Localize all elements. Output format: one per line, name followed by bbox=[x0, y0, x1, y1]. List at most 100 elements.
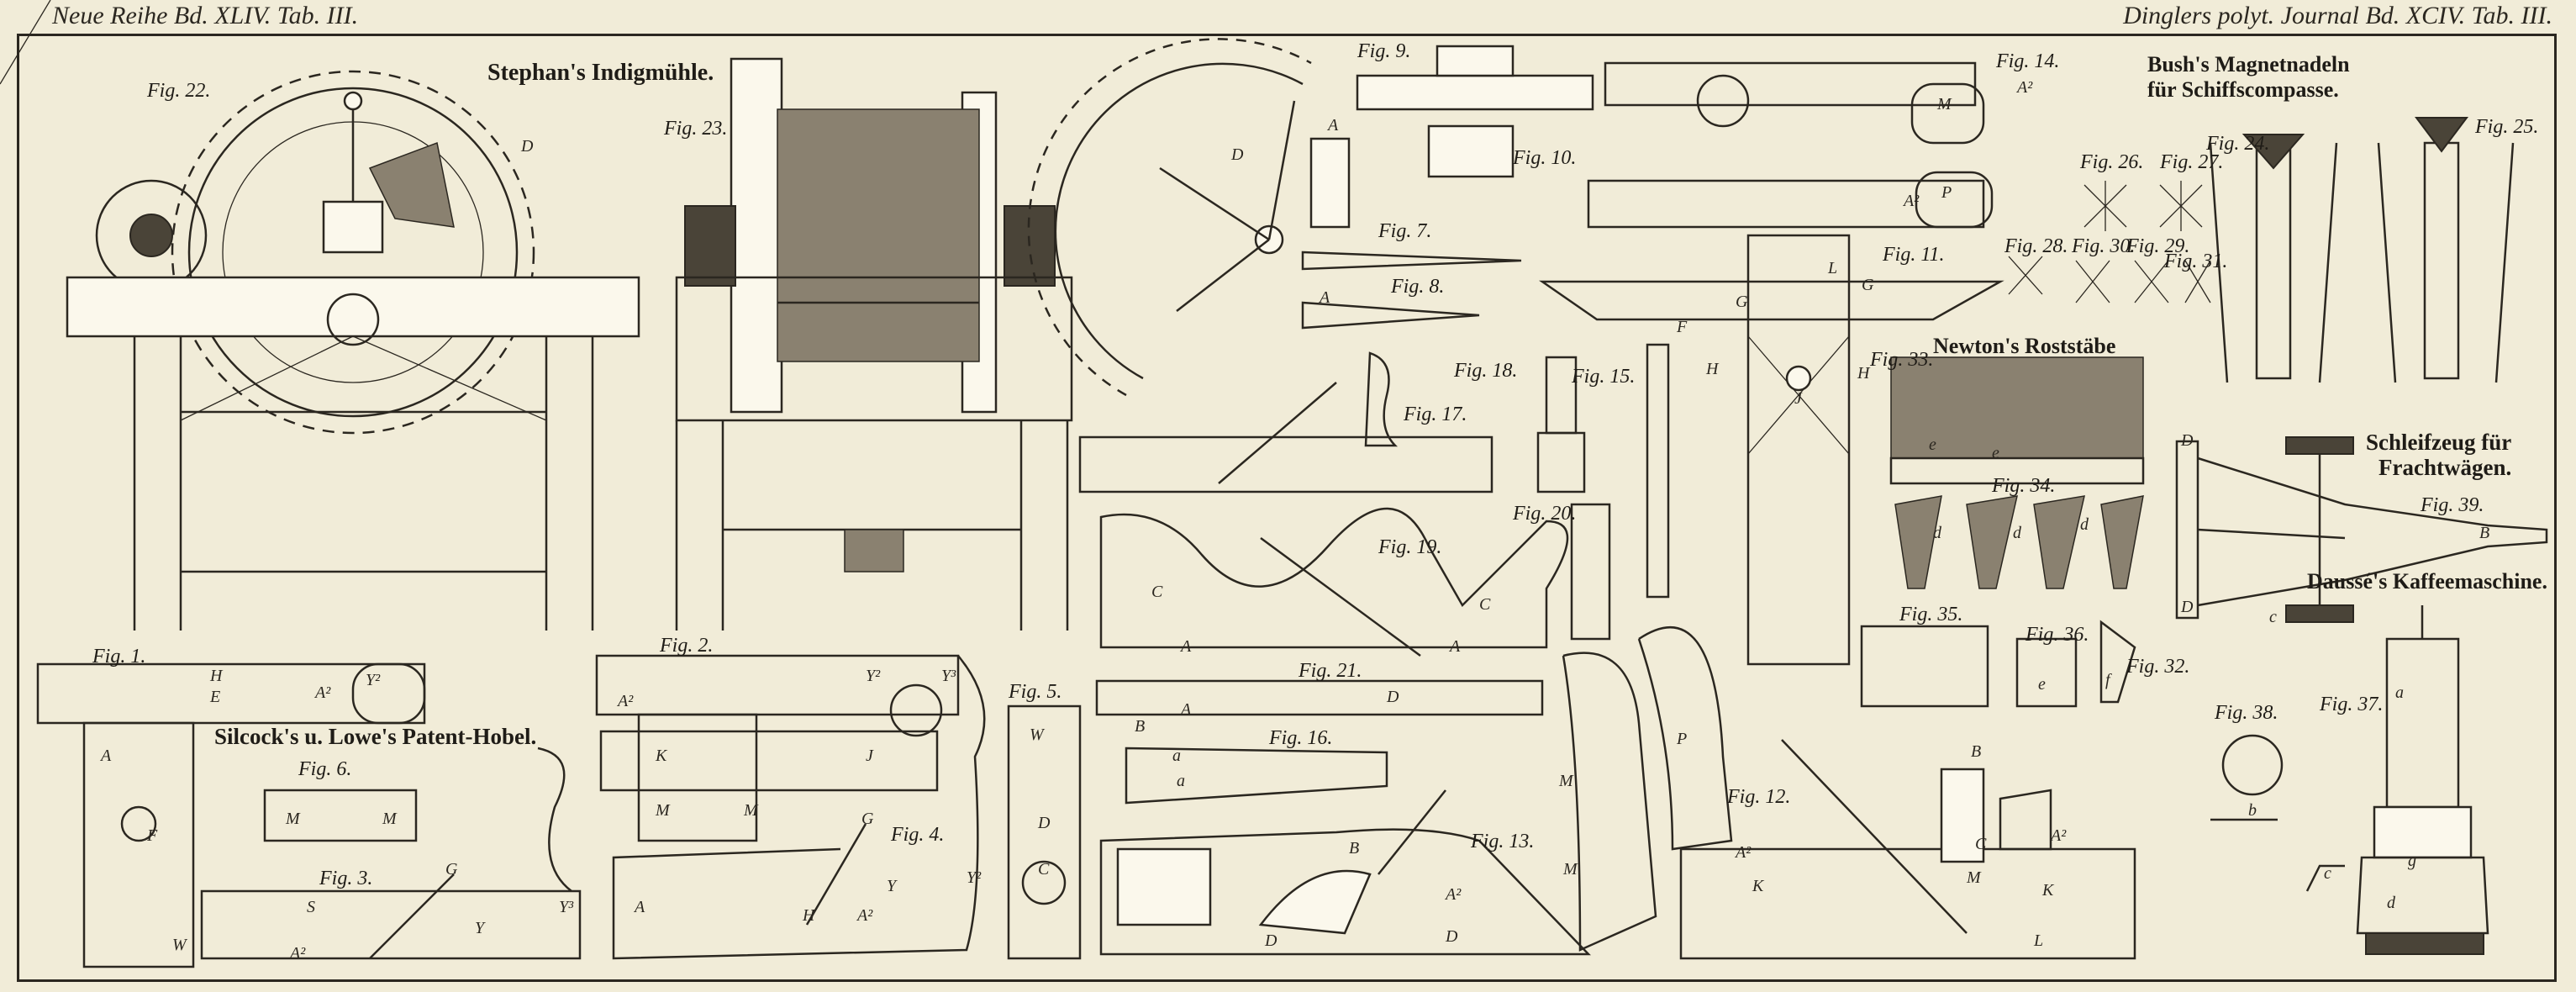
letter-K-fig2: K bbox=[655, 747, 668, 765]
letter-g-fig37: g bbox=[2408, 852, 2416, 870]
fig23-drum bbox=[777, 108, 980, 362]
fig5-post bbox=[1007, 704, 1082, 960]
letter-e2-fig33: e bbox=[1992, 444, 1999, 462]
paper-fold-mark bbox=[0, 0, 51, 85]
letter-J-fig11: J bbox=[1794, 389, 1803, 408]
fig7-blade bbox=[1301, 251, 1522, 271]
fig22-gear-teeth bbox=[171, 70, 535, 435]
letter-c-fig37: c bbox=[2324, 864, 2331, 883]
letter-d-fig34: d bbox=[1933, 524, 1942, 542]
letter-C-fig12: C bbox=[1975, 835, 1987, 853]
figs-9-to-14 bbox=[1301, 45, 2004, 666]
letter-M-fig6: M bbox=[285, 810, 301, 828]
fig23-block bbox=[844, 529, 904, 573]
fig39-wheel-left bbox=[2175, 440, 2199, 620]
label-fig30: Fig. 30. bbox=[2071, 235, 2135, 257]
fig28-31-stars bbox=[2008, 256, 2211, 303]
label-fig21: Fig. 21. bbox=[1298, 660, 1362, 682]
label-fig1: Fig. 1. bbox=[92, 646, 145, 667]
fig33-base bbox=[1889, 456, 2145, 485]
fig21-bar bbox=[1095, 679, 1544, 716]
fig34-bar-2 bbox=[1966, 495, 2018, 589]
letter-P-fig13: P bbox=[1676, 730, 1687, 748]
letter-C-fig19: C bbox=[1151, 583, 1163, 601]
fig22-brace-a bbox=[180, 335, 354, 421]
letter-F-fig1: F bbox=[146, 826, 158, 845]
fig19-plane bbox=[1099, 507, 1569, 649]
fig23-hub-left bbox=[684, 205, 736, 287]
fig24-needle-stack bbox=[2255, 141, 2292, 380]
label-fig17: Fig. 17. bbox=[1403, 404, 1467, 425]
label-fig13: Fig. 13. bbox=[1470, 831, 1534, 852]
letter-B-fig39: B bbox=[2479, 524, 2489, 542]
letter-A-fig21: A bbox=[1179, 700, 1192, 719]
fig22-small-hub bbox=[129, 214, 173, 257]
label-fig18: Fig. 18. bbox=[1453, 360, 1517, 382]
letter-A2-fig14b: A² bbox=[1902, 192, 1920, 210]
fig25-cap bbox=[2415, 117, 2468, 153]
label-fig2: Fig. 2. bbox=[659, 635, 713, 657]
fig18-base bbox=[1536, 431, 1586, 493]
letter-Y2-fig4: Y² bbox=[967, 868, 982, 887]
fig35-block bbox=[1860, 625, 1989, 708]
fig37-foot bbox=[2365, 932, 2484, 955]
fig25-legs bbox=[2377, 142, 2515, 383]
label-fig11: Fig. 11. bbox=[1882, 244, 1945, 266]
label-fig29: Fig. 29. bbox=[2126, 235, 2189, 257]
letter-D-fig22: D bbox=[520, 137, 534, 156]
figs-33-36-grate-bars bbox=[1860, 356, 2145, 708]
fig12-iron bbox=[1781, 739, 1968, 934]
letter-M2-fig13: M bbox=[1558, 772, 1574, 790]
letter-A2-fig13: A² bbox=[1444, 885, 1462, 904]
letter-V-gear: A bbox=[1326, 116, 1339, 135]
letter-d3-fig34: d bbox=[2080, 515, 2089, 534]
letter-a-fig16: a bbox=[1172, 747, 1181, 765]
fig12-body bbox=[1679, 847, 2136, 960]
fig3-plane bbox=[200, 889, 582, 960]
large-gear-spoke-2 bbox=[1176, 239, 1270, 312]
label-fig23: Fig. 23. bbox=[663, 118, 727, 140]
fig11-pivot bbox=[1785, 365, 1812, 392]
letter-H-fig1: H bbox=[209, 667, 224, 685]
label-fig10: Fig. 10. bbox=[1512, 147, 1576, 169]
fig1-screw bbox=[120, 805, 157, 842]
letter-A2-fig2: A² bbox=[616, 692, 634, 710]
fig11-column bbox=[1746, 234, 1851, 666]
fig11-cross-b bbox=[1747, 335, 1850, 455]
label-fig8: Fig. 8. bbox=[1390, 276, 1444, 298]
letter-M-fig2: M bbox=[655, 801, 671, 820]
title-stephan: Stephan's Indigmühle. bbox=[487, 60, 714, 86]
fig13-handle-M bbox=[1562, 652, 1657, 952]
fig13-iron bbox=[1378, 789, 1446, 875]
letter-D-fig5: D bbox=[1037, 814, 1051, 832]
letter-M-fig13: M bbox=[1562, 860, 1578, 879]
fig13-frame bbox=[1116, 847, 1212, 926]
letter-A-fig1: A bbox=[99, 747, 112, 765]
letter-c-fig39: c bbox=[2269, 608, 2277, 626]
fig4-iron bbox=[805, 823, 867, 926]
figs-16-to-21-planes bbox=[1078, 343, 1670, 805]
letter-L-fig12: L bbox=[2033, 931, 2043, 950]
fig9-plate bbox=[1356, 74, 1594, 111]
fig32-piece bbox=[2099, 620, 2136, 704]
fig5-ring bbox=[1021, 860, 1067, 905]
fig37-stand bbox=[2356, 856, 2489, 935]
letter-B-fig21: B bbox=[1135, 717, 1145, 736]
label-fig7: Fig. 7. bbox=[1378, 220, 1431, 242]
letter-P-fig14: P bbox=[1941, 183, 1952, 202]
title-dausse: Daussé's Kaffeemaschine. bbox=[2307, 569, 2547, 594]
fig22-indigo-mill-side bbox=[66, 70, 640, 631]
letter-G-fig3: G bbox=[445, 860, 458, 879]
letter-G2-fig11: G bbox=[1862, 276, 1874, 294]
letter-M-fig14: M bbox=[1936, 95, 1952, 113]
label-fig20: Fig. 20. bbox=[1512, 503, 1576, 525]
fig11-tray bbox=[1538, 280, 2004, 321]
letter-A2-fig1: A² bbox=[313, 683, 331, 702]
letter-J-fig2: J bbox=[866, 747, 874, 765]
fig34-bar-3 bbox=[2033, 495, 2085, 589]
letter-F-fig11: F bbox=[1676, 318, 1688, 336]
label-fig38: Fig. 38. bbox=[2214, 702, 2278, 724]
label-fig32: Fig. 32. bbox=[2126, 656, 2189, 678]
fig39-wagon-brake bbox=[2175, 436, 2548, 623]
label-fig31: Fig. 31. bbox=[2163, 251, 2227, 272]
